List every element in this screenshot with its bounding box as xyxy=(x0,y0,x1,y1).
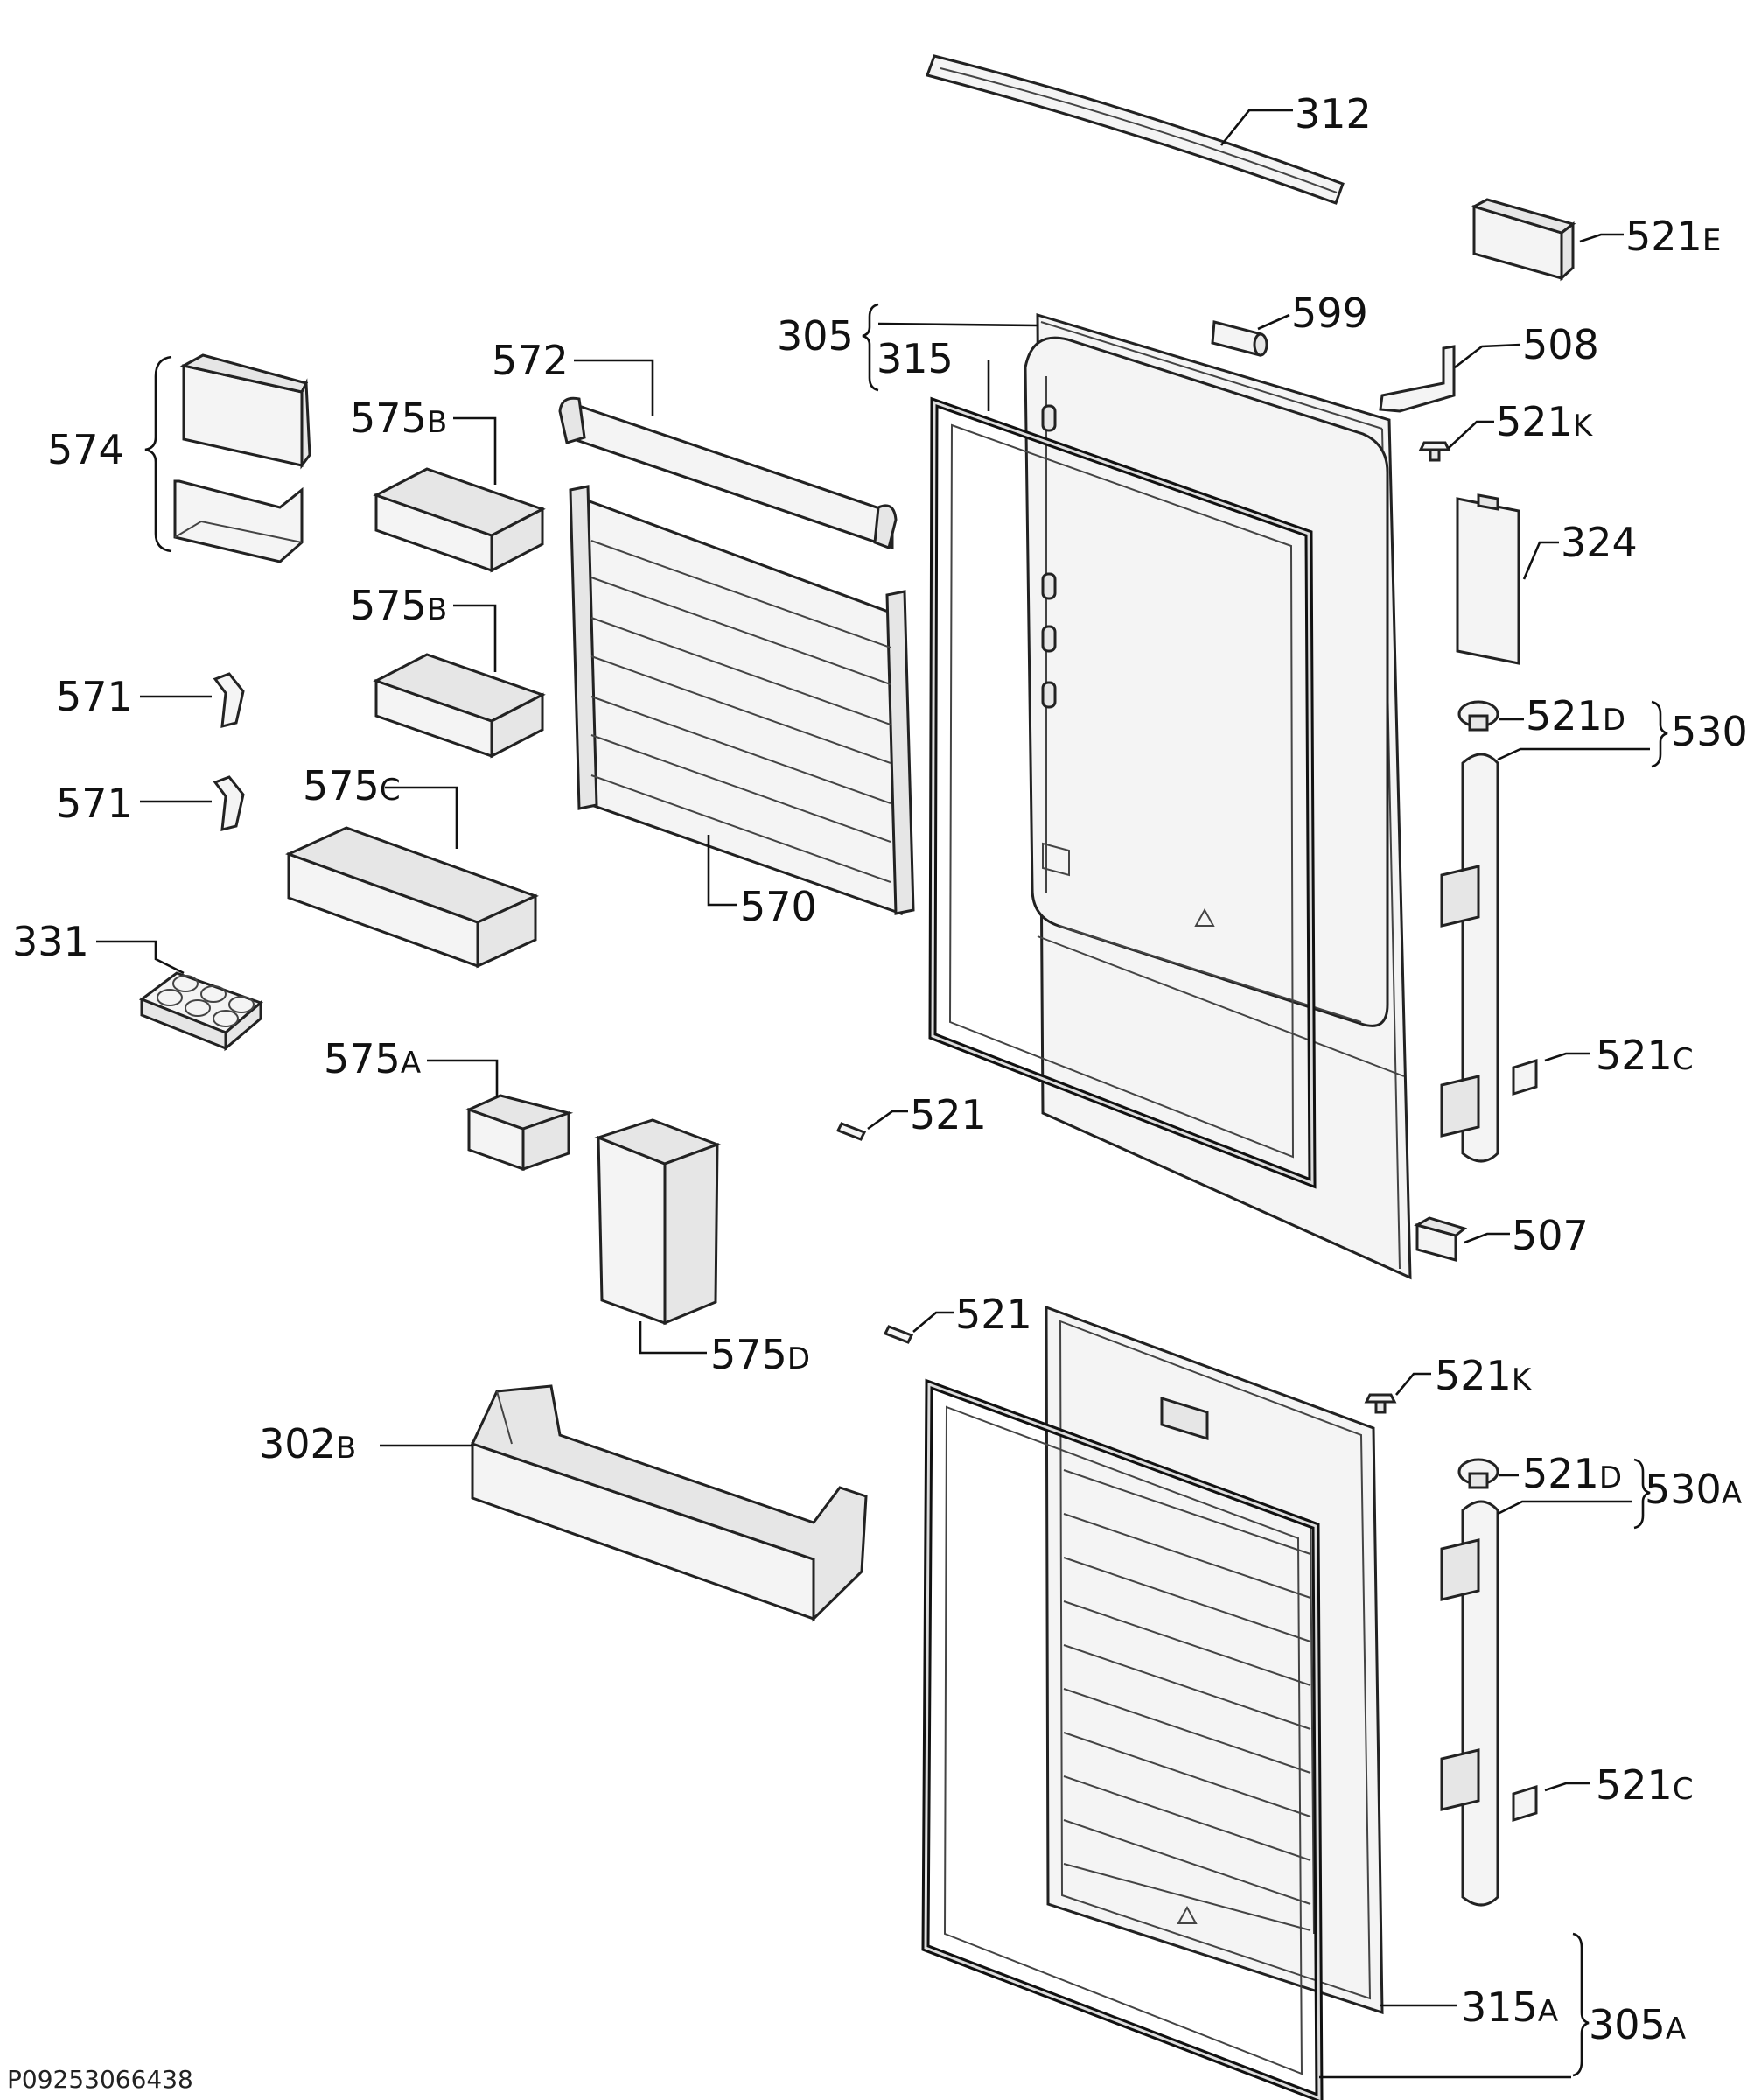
callout-530: 530 xyxy=(1671,708,1748,755)
callout-575a: 575A xyxy=(324,1035,421,1082)
callout-521c-lower: 521C xyxy=(1596,1761,1694,1809)
callout-575b-lower: 575B xyxy=(350,582,447,629)
part-575b-bin-lower xyxy=(373,653,546,759)
part-521c-clip-upper xyxy=(1512,1058,1538,1096)
callout-labels: 312 521E 599 305 315 508 572 575B 574 52… xyxy=(12,90,1748,2048)
callout-521e: 521E xyxy=(1625,213,1721,260)
callout-572: 572 xyxy=(492,337,569,384)
part-305a-lower-door xyxy=(1045,1305,1384,2015)
callout-508: 508 xyxy=(1522,321,1599,368)
part-521e-hinge-cover xyxy=(1471,198,1576,282)
callout-530a: 530A xyxy=(1645,1466,1742,1513)
callout-575c: 575C xyxy=(303,762,401,809)
callout-521-upper: 521 xyxy=(910,1091,987,1138)
part-575c-bin xyxy=(285,826,539,969)
bracket-530a xyxy=(1633,1458,1651,1530)
callout-331: 331 xyxy=(12,918,89,965)
callout-575b-upper: 575B xyxy=(350,395,447,442)
part-521d-cap-upper xyxy=(1457,700,1499,732)
callout-305a: 305A xyxy=(1589,2001,1686,2048)
part-570-door-rack xyxy=(569,485,915,916)
part-305-upper-door xyxy=(1024,312,1412,1280)
callout-521d-upper: 521D xyxy=(1526,692,1625,739)
part-312-top-trim xyxy=(926,54,1345,205)
part-521k-screw-lower xyxy=(1364,1393,1397,1414)
callout-521c-upper: 521C xyxy=(1596,1032,1694,1079)
callout-570: 570 xyxy=(740,883,817,930)
part-521-screw-lower xyxy=(883,1325,914,1344)
part-507-door-stop xyxy=(1414,1216,1468,1262)
part-315a-lower-gasket xyxy=(921,1378,1324,2100)
part-575d-tall-bin xyxy=(594,1118,722,1326)
part-521c-clip-lower xyxy=(1512,1784,1538,1823)
part-302b-door-bin xyxy=(470,1384,868,1622)
callout-521d-lower: 521D xyxy=(1522,1450,1622,1497)
part-571-clip-lower xyxy=(213,775,245,831)
callout-315: 315 xyxy=(877,335,954,382)
part-575a-small-bin xyxy=(465,1094,574,1172)
part-574-dairy-compartment xyxy=(173,354,311,564)
callout-324: 324 xyxy=(1561,519,1638,566)
part-508-hinge-bracket xyxy=(1379,345,1456,413)
part-530-upper-handle xyxy=(1440,752,1499,1163)
leader-lines xyxy=(96,108,1650,2079)
part-521d-cap-lower xyxy=(1457,1458,1499,1489)
callout-305: 305 xyxy=(777,312,854,360)
part-575b-bin-upper xyxy=(373,467,546,573)
callout-521-lower: 521 xyxy=(955,1291,1032,1338)
part-571-clip-upper xyxy=(213,672,245,728)
callout-302b: 302B xyxy=(259,1420,356,1467)
callout-312: 312 xyxy=(1295,90,1372,137)
callout-575d: 575D xyxy=(710,1331,810,1378)
callout-574: 574 xyxy=(47,426,124,473)
callout-571-upper: 571 xyxy=(56,673,133,720)
part-315-upper-gasket xyxy=(928,396,1317,1189)
bracket-574 xyxy=(144,355,172,553)
callout-571-lower: 571 xyxy=(56,780,133,827)
part-521k-screw-upper xyxy=(1418,441,1451,462)
callout-507: 507 xyxy=(1512,1212,1589,1259)
callout-521k-lower: 521K xyxy=(1435,1352,1533,1399)
part-324-plate xyxy=(1456,494,1520,665)
part-572-shelf-bar xyxy=(558,396,898,550)
callout-315a: 315A xyxy=(1461,1984,1558,2031)
bracket-530 xyxy=(1651,700,1668,768)
callout-599: 599 xyxy=(1291,290,1368,337)
part-521-screw-upper xyxy=(835,1122,867,1141)
part-599-pin xyxy=(1211,320,1268,357)
diagram-code: P09253066438 xyxy=(7,2065,193,2094)
bracket-305a xyxy=(1572,1932,1590,2077)
part-530a-lower-handle xyxy=(1440,1500,1499,1907)
callout-521k-upper: 521K xyxy=(1496,398,1594,445)
bracket-305 xyxy=(862,303,879,392)
part-331-egg-tray xyxy=(138,971,263,1052)
